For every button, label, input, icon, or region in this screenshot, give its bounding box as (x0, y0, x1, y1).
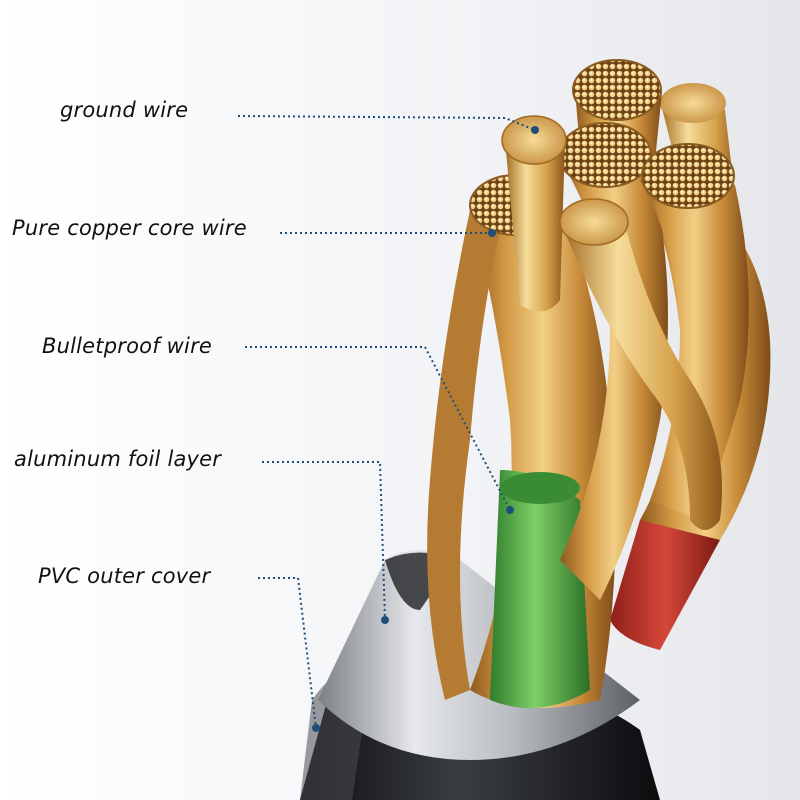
label-ground-wire: ground wire (60, 98, 189, 122)
leader-bulletproof-wire (245, 346, 511, 511)
copper-strand-bundle-right (640, 143, 749, 521)
bulletproof-wire-conductor (559, 198, 722, 530)
red-insulated-wire (610, 520, 720, 650)
leader-endpoints (312, 126, 539, 732)
leader-pvc-outer-cover (258, 577, 317, 729)
ground-wire-conductor (501, 115, 567, 312)
copper-strand-bundle-center (558, 122, 668, 600)
label-pure-copper-core-wire: Pure copper core wire (12, 216, 247, 240)
label-bulletproof-wire: Bulletproof wire (42, 334, 213, 358)
leader-lines (237, 115, 536, 729)
green-insulated-wire (490, 470, 590, 708)
label-pvc-outer-cover: PVC outer cover (38, 564, 211, 588)
label-aluminum-foil-layer: aluminum foil layer (14, 447, 222, 471)
